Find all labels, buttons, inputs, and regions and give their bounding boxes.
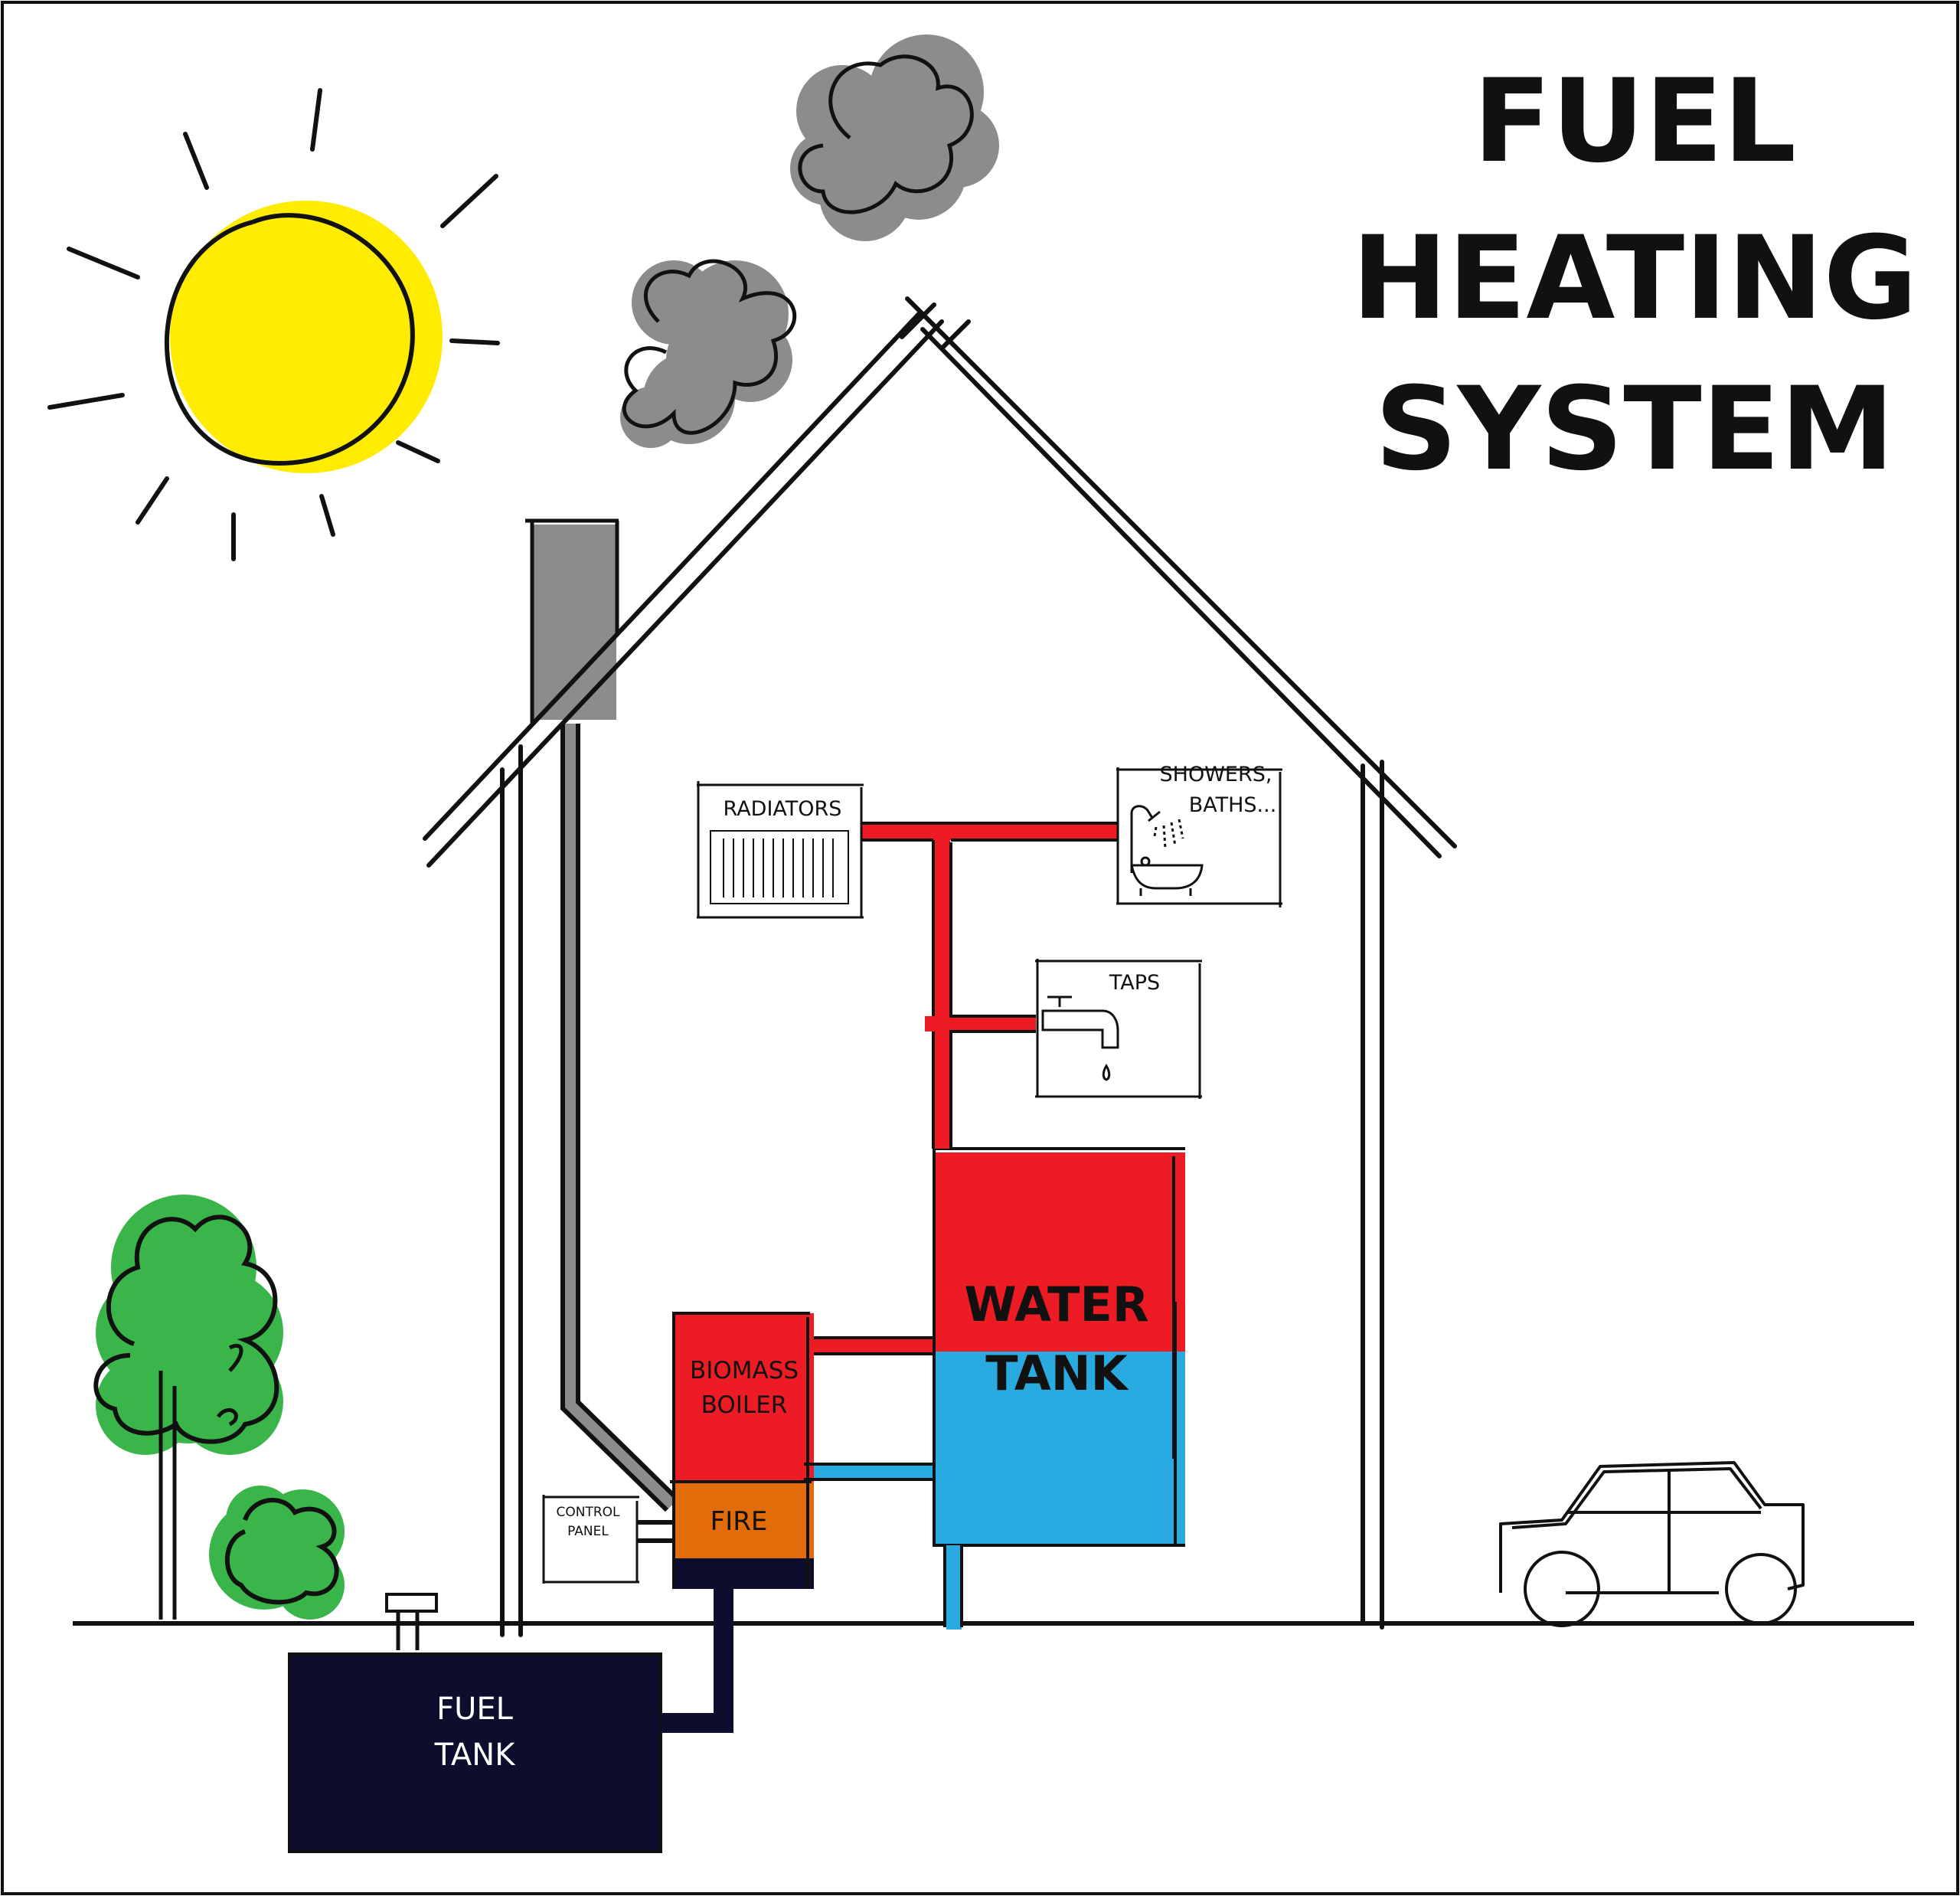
boiler-cold-pipe xyxy=(804,1463,936,1481)
showers-label-line-2: BATHS... xyxy=(1189,793,1277,817)
water-tank: WATER TANK xyxy=(933,1147,1185,1630)
boiler-label-line-2: BOILER xyxy=(701,1391,788,1419)
house-outline xyxy=(423,296,1457,1637)
smoke-cloud-upper xyxy=(790,34,999,241)
title-line-2: HEATING xyxy=(1351,212,1917,345)
hot-water-riser xyxy=(861,822,1118,1149)
fuel-tank-label-line-2: TANK xyxy=(434,1737,517,1773)
sun-disc xyxy=(170,201,443,473)
shower-bath-icon xyxy=(1130,805,1204,896)
showers-box: SHOWERS, BATHS... xyxy=(1116,763,1282,907)
boiler-hot-pipe xyxy=(814,1336,936,1355)
sun-icon xyxy=(47,88,500,561)
boiler-label-line-1: BIOMASS xyxy=(690,1357,799,1384)
control-panel-label-line-1: CONTROL xyxy=(556,1505,620,1520)
taps-label: TAPS xyxy=(1109,971,1160,995)
biomass-boiler: BIOMASS BOILER FIRE xyxy=(670,1312,814,1589)
car-icon xyxy=(1499,1461,1805,1627)
water-tank-label-line-2: TANK xyxy=(985,1345,1129,1401)
control-panel-label-line-2: PANEL xyxy=(567,1524,609,1539)
showers-label-line-1: SHOWERS, xyxy=(1160,763,1272,786)
radiator-icon xyxy=(710,830,849,904)
radiators-label: RADIATORS xyxy=(724,797,842,821)
diagram-title: FUEL HEATING SYSTEM xyxy=(1351,55,1917,496)
fuel-feed-pipe xyxy=(661,1585,733,1733)
water-tank-label-line-1: WATER xyxy=(964,1277,1148,1332)
fuel-tank-label-line-1: FUEL xyxy=(436,1692,514,1727)
smoke-cloud-lower xyxy=(620,259,797,448)
bush-icon xyxy=(209,1486,345,1620)
taps-box: TAPS xyxy=(1035,959,1202,1099)
title-line-1: FUEL xyxy=(1473,55,1796,188)
flue-pipe xyxy=(560,724,680,1512)
radiators-box: RADIATORS xyxy=(697,781,864,919)
title-line-3: SYSTEM xyxy=(1375,363,1895,496)
tree-icon xyxy=(93,1195,283,1620)
control-panel: CONTROL PANEL xyxy=(542,1495,672,1584)
fuel-tank: FUEL TANK xyxy=(288,1593,662,1853)
chimney xyxy=(525,518,619,724)
faucet-icon xyxy=(1041,995,1119,1081)
fire-label: FIRE xyxy=(710,1506,768,1537)
